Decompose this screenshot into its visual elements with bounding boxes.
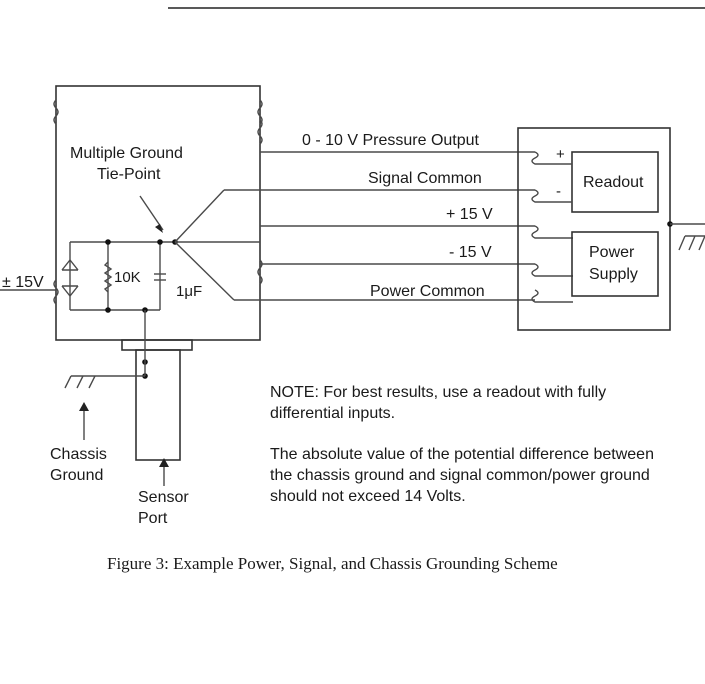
readout-label: Readout (583, 174, 644, 191)
power-supply-label-1: Power (589, 244, 635, 261)
note-line-3: The absolute value of the potential diff… (270, 446, 654, 463)
signal-common-label: Signal Common (368, 170, 482, 187)
note-line-4: the chassis ground and signal common/pow… (270, 467, 650, 484)
chassis-label-1: Chassis (50, 446, 107, 463)
sensor-housing-left-squiggle (53, 99, 59, 125)
sensor-housing-left-squiggle-2 (53, 279, 59, 305)
resistor-label: 10K (114, 269, 141, 286)
sensor-housing-right-squiggle-2 (257, 119, 263, 145)
note-line-1: NOTE: For best results, use a readout wi… (270, 384, 606, 401)
power-common-label: Power Common (370, 283, 485, 300)
readout-plus: + (556, 146, 565, 163)
resistor-symbol (103, 261, 113, 293)
node-dot (105, 239, 111, 245)
sensor-port-flange (121, 339, 193, 351)
readout-minus: - (556, 183, 561, 200)
sensor-housing-right-squiggle (257, 99, 263, 125)
sensor-label-1: Sensor (138, 489, 189, 506)
earth-ground-symbol-right (678, 235, 705, 251)
readout-box (571, 151, 659, 213)
instrument-enclosure (517, 127, 671, 331)
chassis-ground-symbol (64, 375, 96, 389)
tvs-diode-symbol (61, 258, 79, 298)
node-dot (157, 239, 163, 245)
capacitor-label: 1μF (176, 283, 202, 300)
minus15v-label: - 15 V (449, 244, 492, 261)
pm15v-label: ± 15V (2, 274, 44, 291)
sensor-port-stem (135, 349, 181, 461)
pressure-output-label: 0 - 10 V Pressure Output (302, 132, 480, 149)
plus15v-label: + 15 V (446, 206, 493, 223)
power-supply-label-2: Supply (589, 266, 638, 283)
multiple-ground-label-1: Multiple Ground (70, 145, 183, 162)
node-dot (105, 307, 111, 313)
note-line-5: should not exceed 14 Volts. (270, 488, 466, 505)
sensor-housing-box (55, 85, 261, 341)
sensor-label-2: Port (138, 510, 168, 527)
chassis-label-2: Ground (50, 467, 103, 484)
tie-point-arrowhead (155, 224, 163, 233)
tie-point-arrow-line (139, 195, 164, 231)
power-supply-box (571, 231, 659, 297)
sensor-port-arrowhead (159, 458, 169, 467)
figure-caption: Figure 3: Example Power, Signal, and Cha… (107, 554, 558, 573)
multiple-ground-label-2: Tie-Point (97, 166, 161, 183)
note-line-2: differential inputs. (270, 405, 395, 422)
chassis-arrowhead (79, 402, 89, 411)
